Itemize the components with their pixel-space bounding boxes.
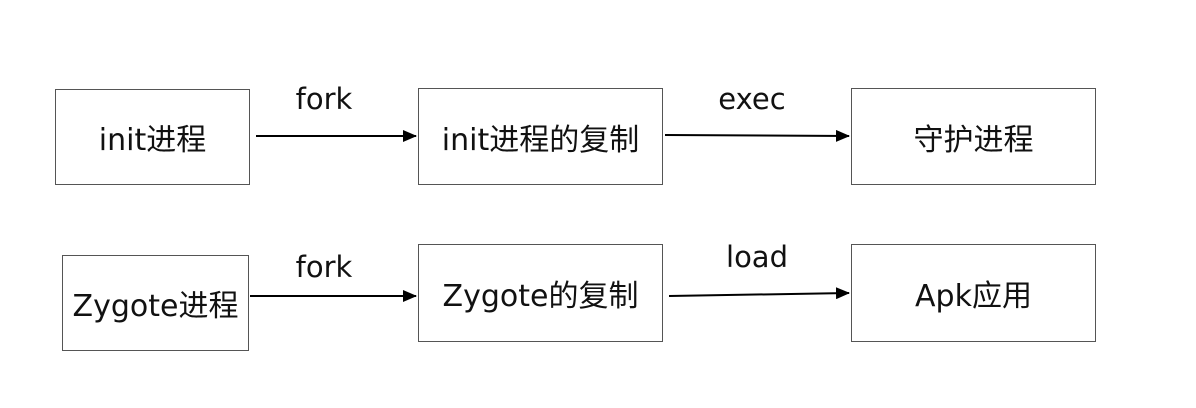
edge-label-fork-top: fork — [295, 82, 353, 116]
node-init: init进程 — [55, 89, 250, 185]
node-apk: Apk应用 — [851, 244, 1096, 342]
arrow-zygote-copy-to-apk — [668, 287, 850, 300]
node-daemon: 守护进程 — [851, 88, 1096, 185]
edge-label-fork-bottom: fork — [295, 250, 353, 284]
node-zygote: Zygote进程 — [62, 255, 249, 351]
edge-label-exec: exec — [718, 82, 786, 116]
node-zygote-copy: Zygote的复制 — [418, 244, 663, 342]
node-init-copy: init进程的复制 — [418, 88, 663, 185]
edge-label-load: load — [726, 240, 788, 274]
arrow-init-copy-to-daemon — [664, 129, 850, 142]
